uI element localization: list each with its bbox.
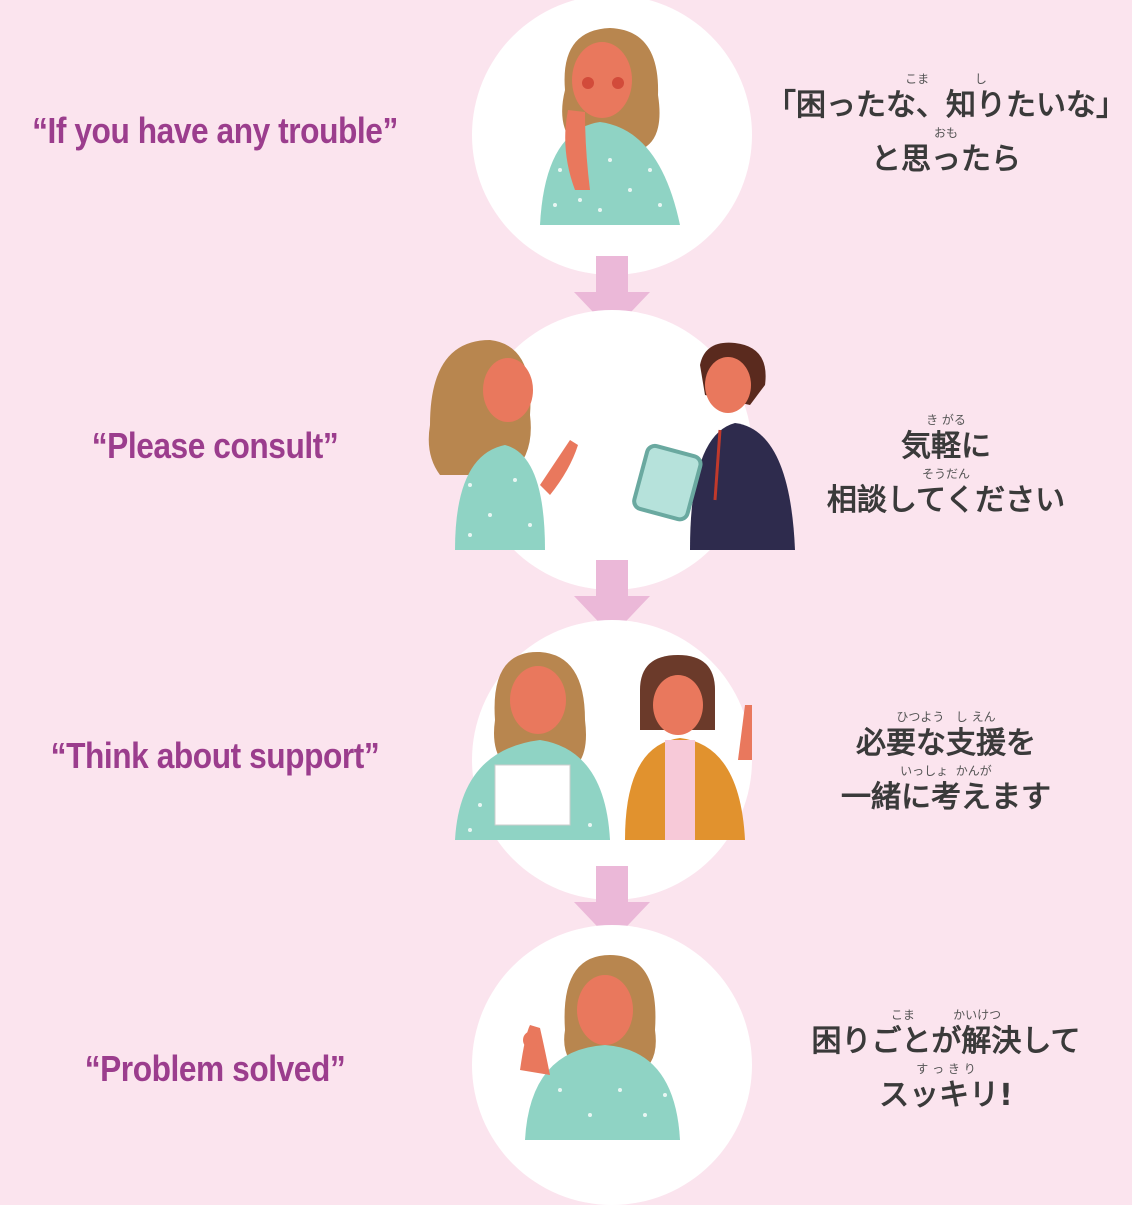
furigana: き がる [926,413,966,427]
furigana: ひつよう し えん [896,710,996,724]
furigana: こま かいけつ [890,1008,1002,1022]
illustration-circle [472,620,752,900]
step-japanese-caption: ひつよう し えん 必要な支援を いっしょ かんが 一緒に考えます [760,710,1132,818]
illustration-circle [472,925,752,1205]
jp-line: 相談してください [826,483,1066,518]
step-english-caption: “Please consult” [91,425,339,466]
step-japanese-caption: こま かいけつ 困りごとが解決して す っ き り スッキリ! [760,1008,1132,1116]
jp-line: 必要な支援を [856,726,1036,761]
step-consult: “Please consult” き がる 気軽に そうだん 相談してください [0,305,1132,605]
down-arrow-icon [574,560,650,636]
step-japanese-caption: き がる 気軽に そうだん 相談してください [760,413,1132,521]
step-support: “Think about support” ひつよう し えん 必要な支援を い… [0,610,1132,910]
step-english-caption: “Think about support” [50,735,380,776]
illustration-circle [472,0,752,275]
furigana: す っ き り [916,1062,976,1076]
jp-line: と思ったら [871,142,1021,177]
jp-line: スッキリ! [879,1078,1013,1113]
step-japanese-caption: こま し 「困ったな、知りたいな」 おも と思ったら [760,72,1132,180]
step-solved: “Problem solved” こま かいけつ 困りごとが解決して す っ き… [0,900,1132,1205]
step-english-caption: “Problem solved” [84,1048,346,1089]
step-english-caption: “If you have any trouble” [32,110,398,151]
jp-line: 「困ったな、知りたいな」 [766,88,1126,123]
jp-line: 困りごとが解決して [811,1024,1081,1059]
step-trouble: “If you have any trouble” こま し 「困ったな、知りた… [0,0,1132,300]
furigana: そうだん [921,467,970,481]
down-arrow-icon [574,866,650,942]
illustration-circle [472,310,752,590]
furigana: こま し [905,72,987,86]
jp-line: 一緒に考えます [841,780,1051,815]
furigana: おも [933,126,958,140]
furigana: いっしょ かんが [900,764,992,778]
jp-line: 気軽に [901,429,991,464]
down-arrow-icon [574,256,650,332]
